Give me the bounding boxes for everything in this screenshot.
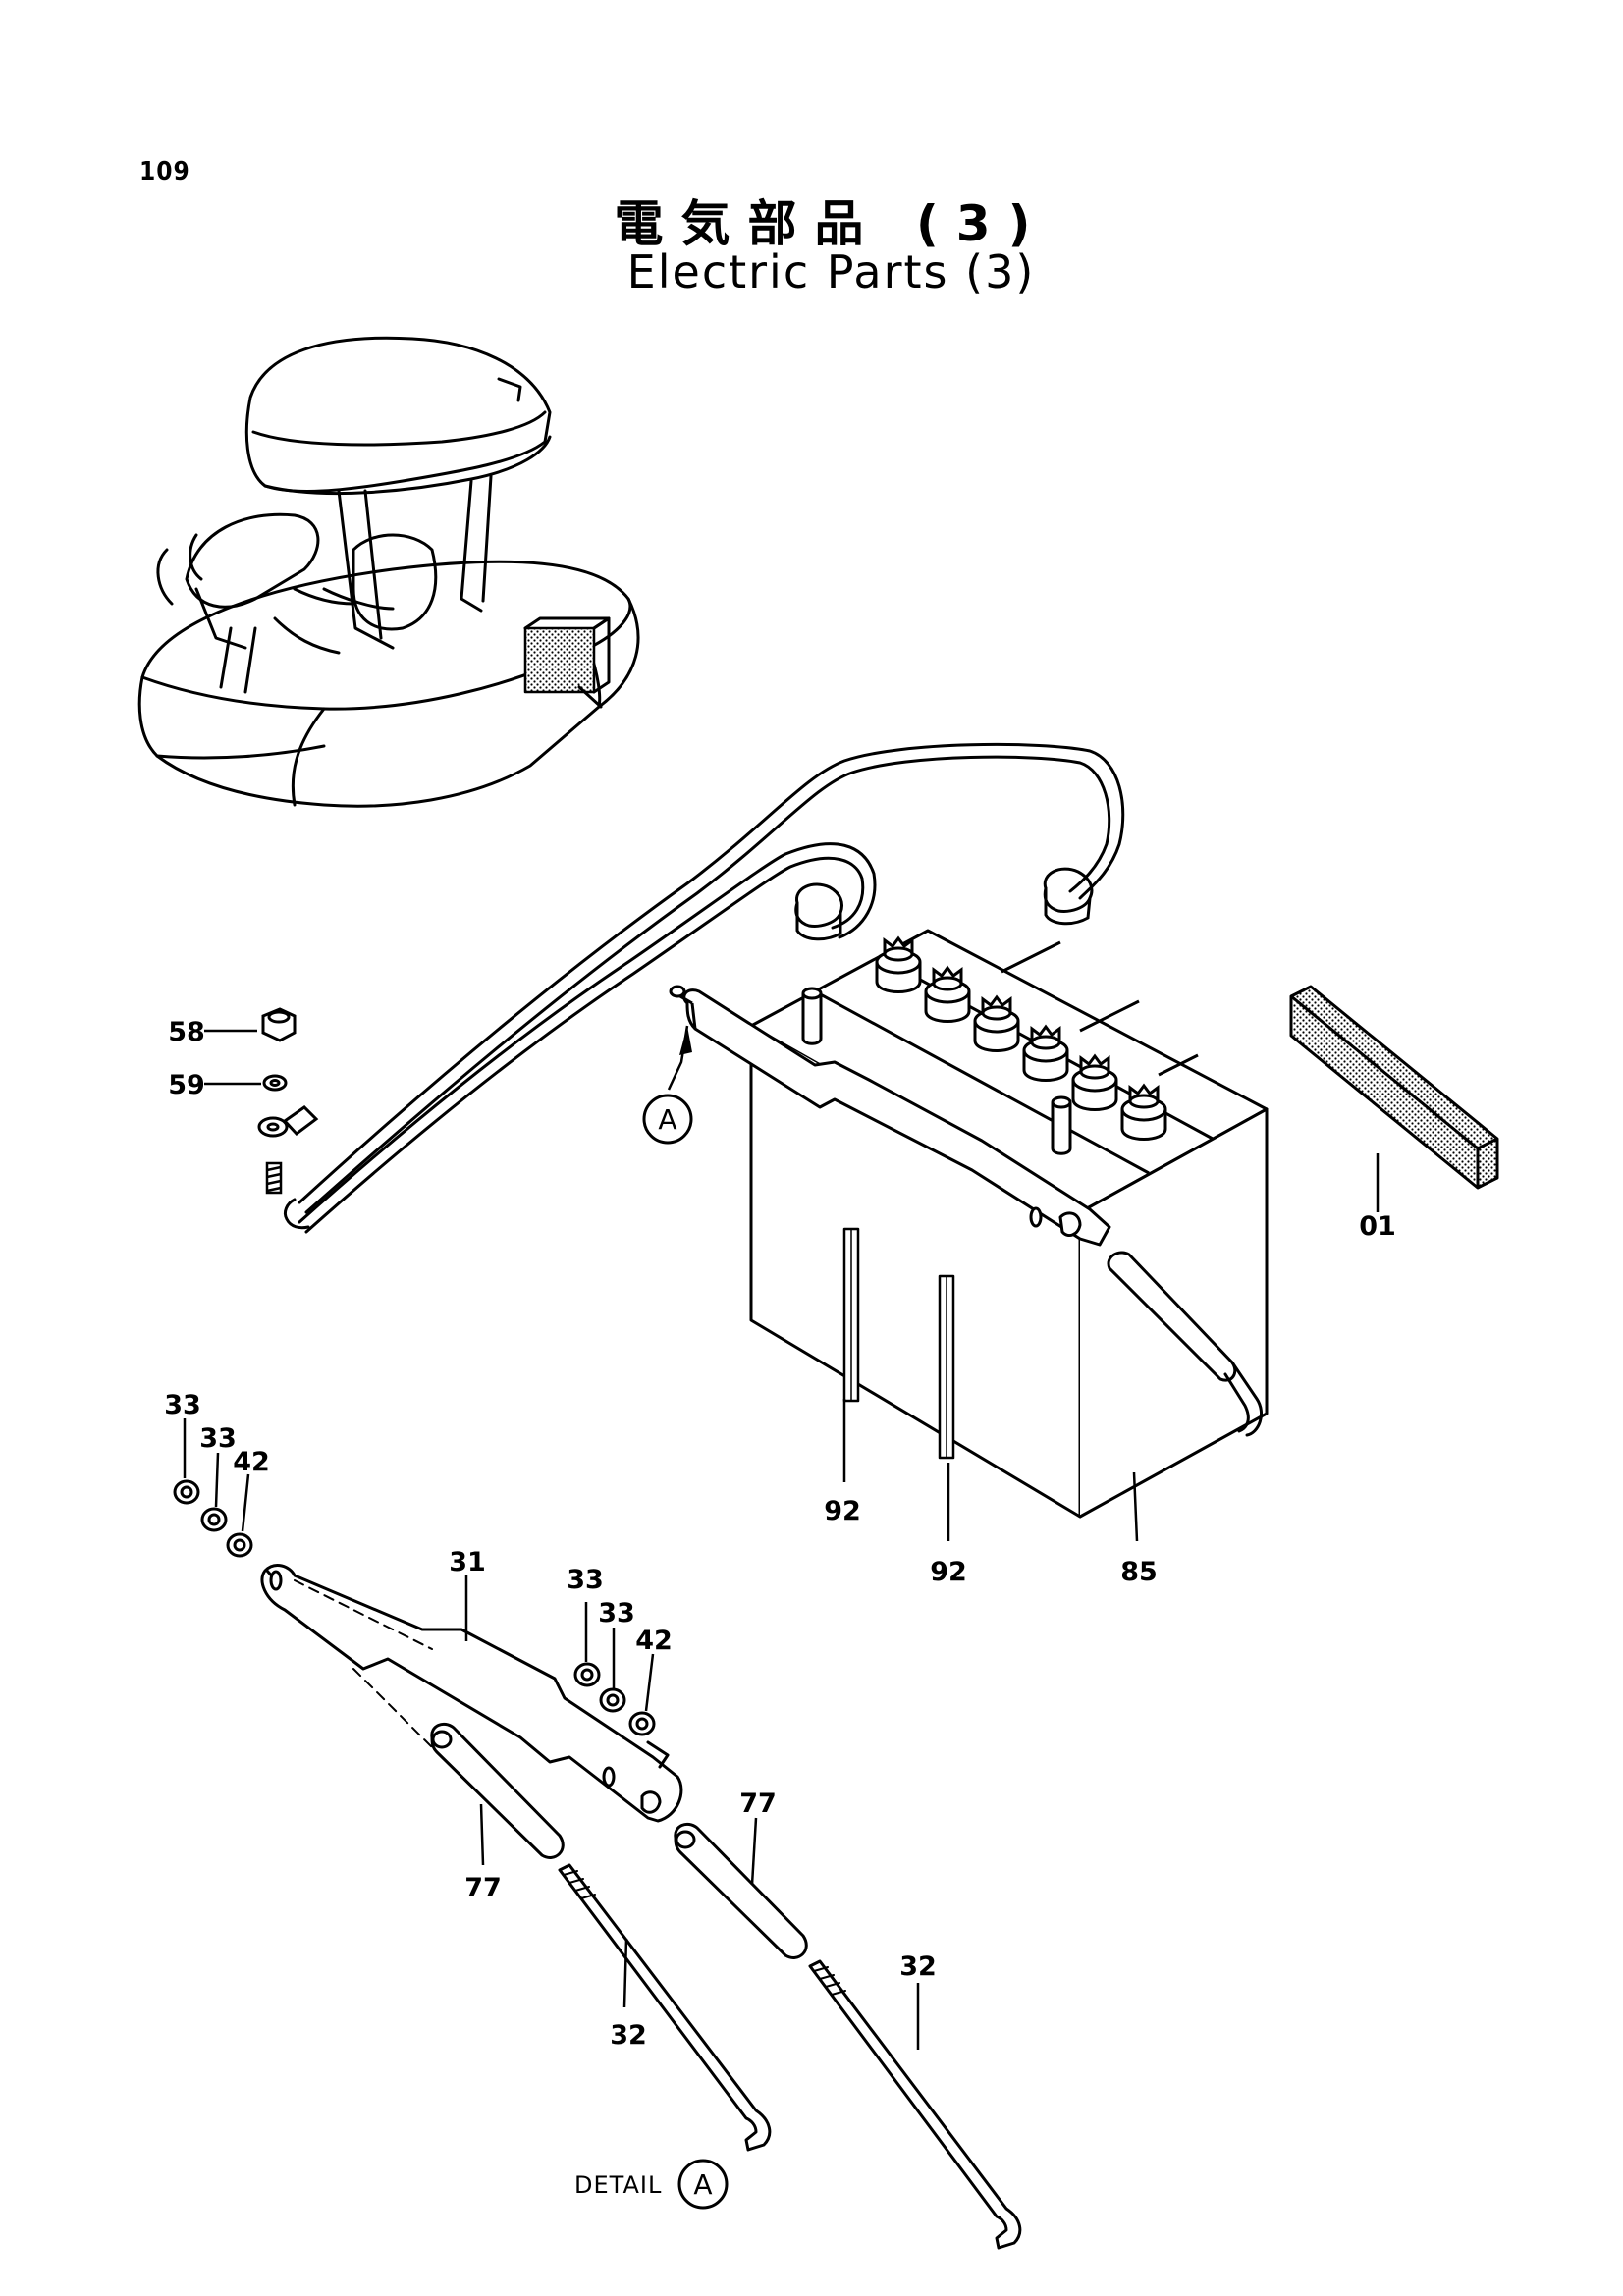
callout-32-right: 32	[899, 1951, 937, 1982]
detail-label-text: DETAIL	[574, 2171, 662, 2199]
callout-labels: 01 58 59 92 92 85 33 33 42 31 33 33 42 7…	[164, 1017, 1396, 2051]
detail-marker-letter: A	[658, 1103, 676, 1136]
terminal-bolt	[265, 1161, 283, 1195]
callout-33-d: 33	[598, 1598, 635, 1629]
vent-caps	[875, 935, 1167, 1141]
washer-42-a	[226, 1532, 253, 1558]
bracket-bolt-left	[669, 985, 693, 1005]
callout-77-left: 77	[464, 1873, 502, 1903]
callout-33-b: 33	[199, 1423, 237, 1454]
battery-cables	[283, 742, 1125, 1234]
callout-58: 58	[168, 1017, 205, 1047]
callout-42-a: 42	[233, 1447, 270, 1477]
nut-33-c	[573, 1662, 601, 1687]
washer-42-b	[628, 1711, 656, 1736]
page-number: 109	[139, 157, 190, 187]
hold-down-bracket	[682, 988, 1111, 1247]
callout-01: 01	[1359, 1211, 1396, 1242]
callout-59: 59	[168, 1070, 205, 1100]
nut-33-a	[173, 1479, 200, 1505]
callout-85: 85	[1120, 1557, 1158, 1587]
detail-label-letter: A	[693, 2168, 712, 2201]
callout-32-left: 32	[610, 2020, 647, 2051]
battery-pad-01	[1289, 985, 1499, 1190]
page-title-japanese: 電気部品 (3)	[614, 195, 1049, 252]
washer-59	[262, 1074, 288, 1092]
callout-92-right: 92	[930, 1557, 967, 1587]
detail-a-group	[173, 1479, 1022, 2250]
nut-33-d	[599, 1687, 626, 1713]
callout-leaders	[183, 1029, 1380, 2050]
nut-58	[261, 1007, 297, 1042]
nut-33-b	[200, 1507, 228, 1532]
callout-77-right: 77	[739, 1789, 777, 1819]
detail-marker-main: A	[642, 1025, 693, 1145]
callout-33-a: 33	[164, 1390, 201, 1420]
callout-31: 31	[449, 1547, 486, 1577]
callout-33-c: 33	[567, 1565, 604, 1595]
ring-terminal	[257, 1105, 319, 1138]
battery-posts	[801, 987, 1072, 1155]
bracket-rod-right	[1107, 1251, 1263, 1437]
callout-92-left: 92	[824, 1496, 861, 1526]
machine-overview	[137, 336, 640, 808]
page-title-english: Electric Parts (3)	[626, 245, 1036, 298]
callout-42-b: 42	[635, 1626, 673, 1656]
detail-a-label: DETAIL A	[574, 2159, 729, 2210]
